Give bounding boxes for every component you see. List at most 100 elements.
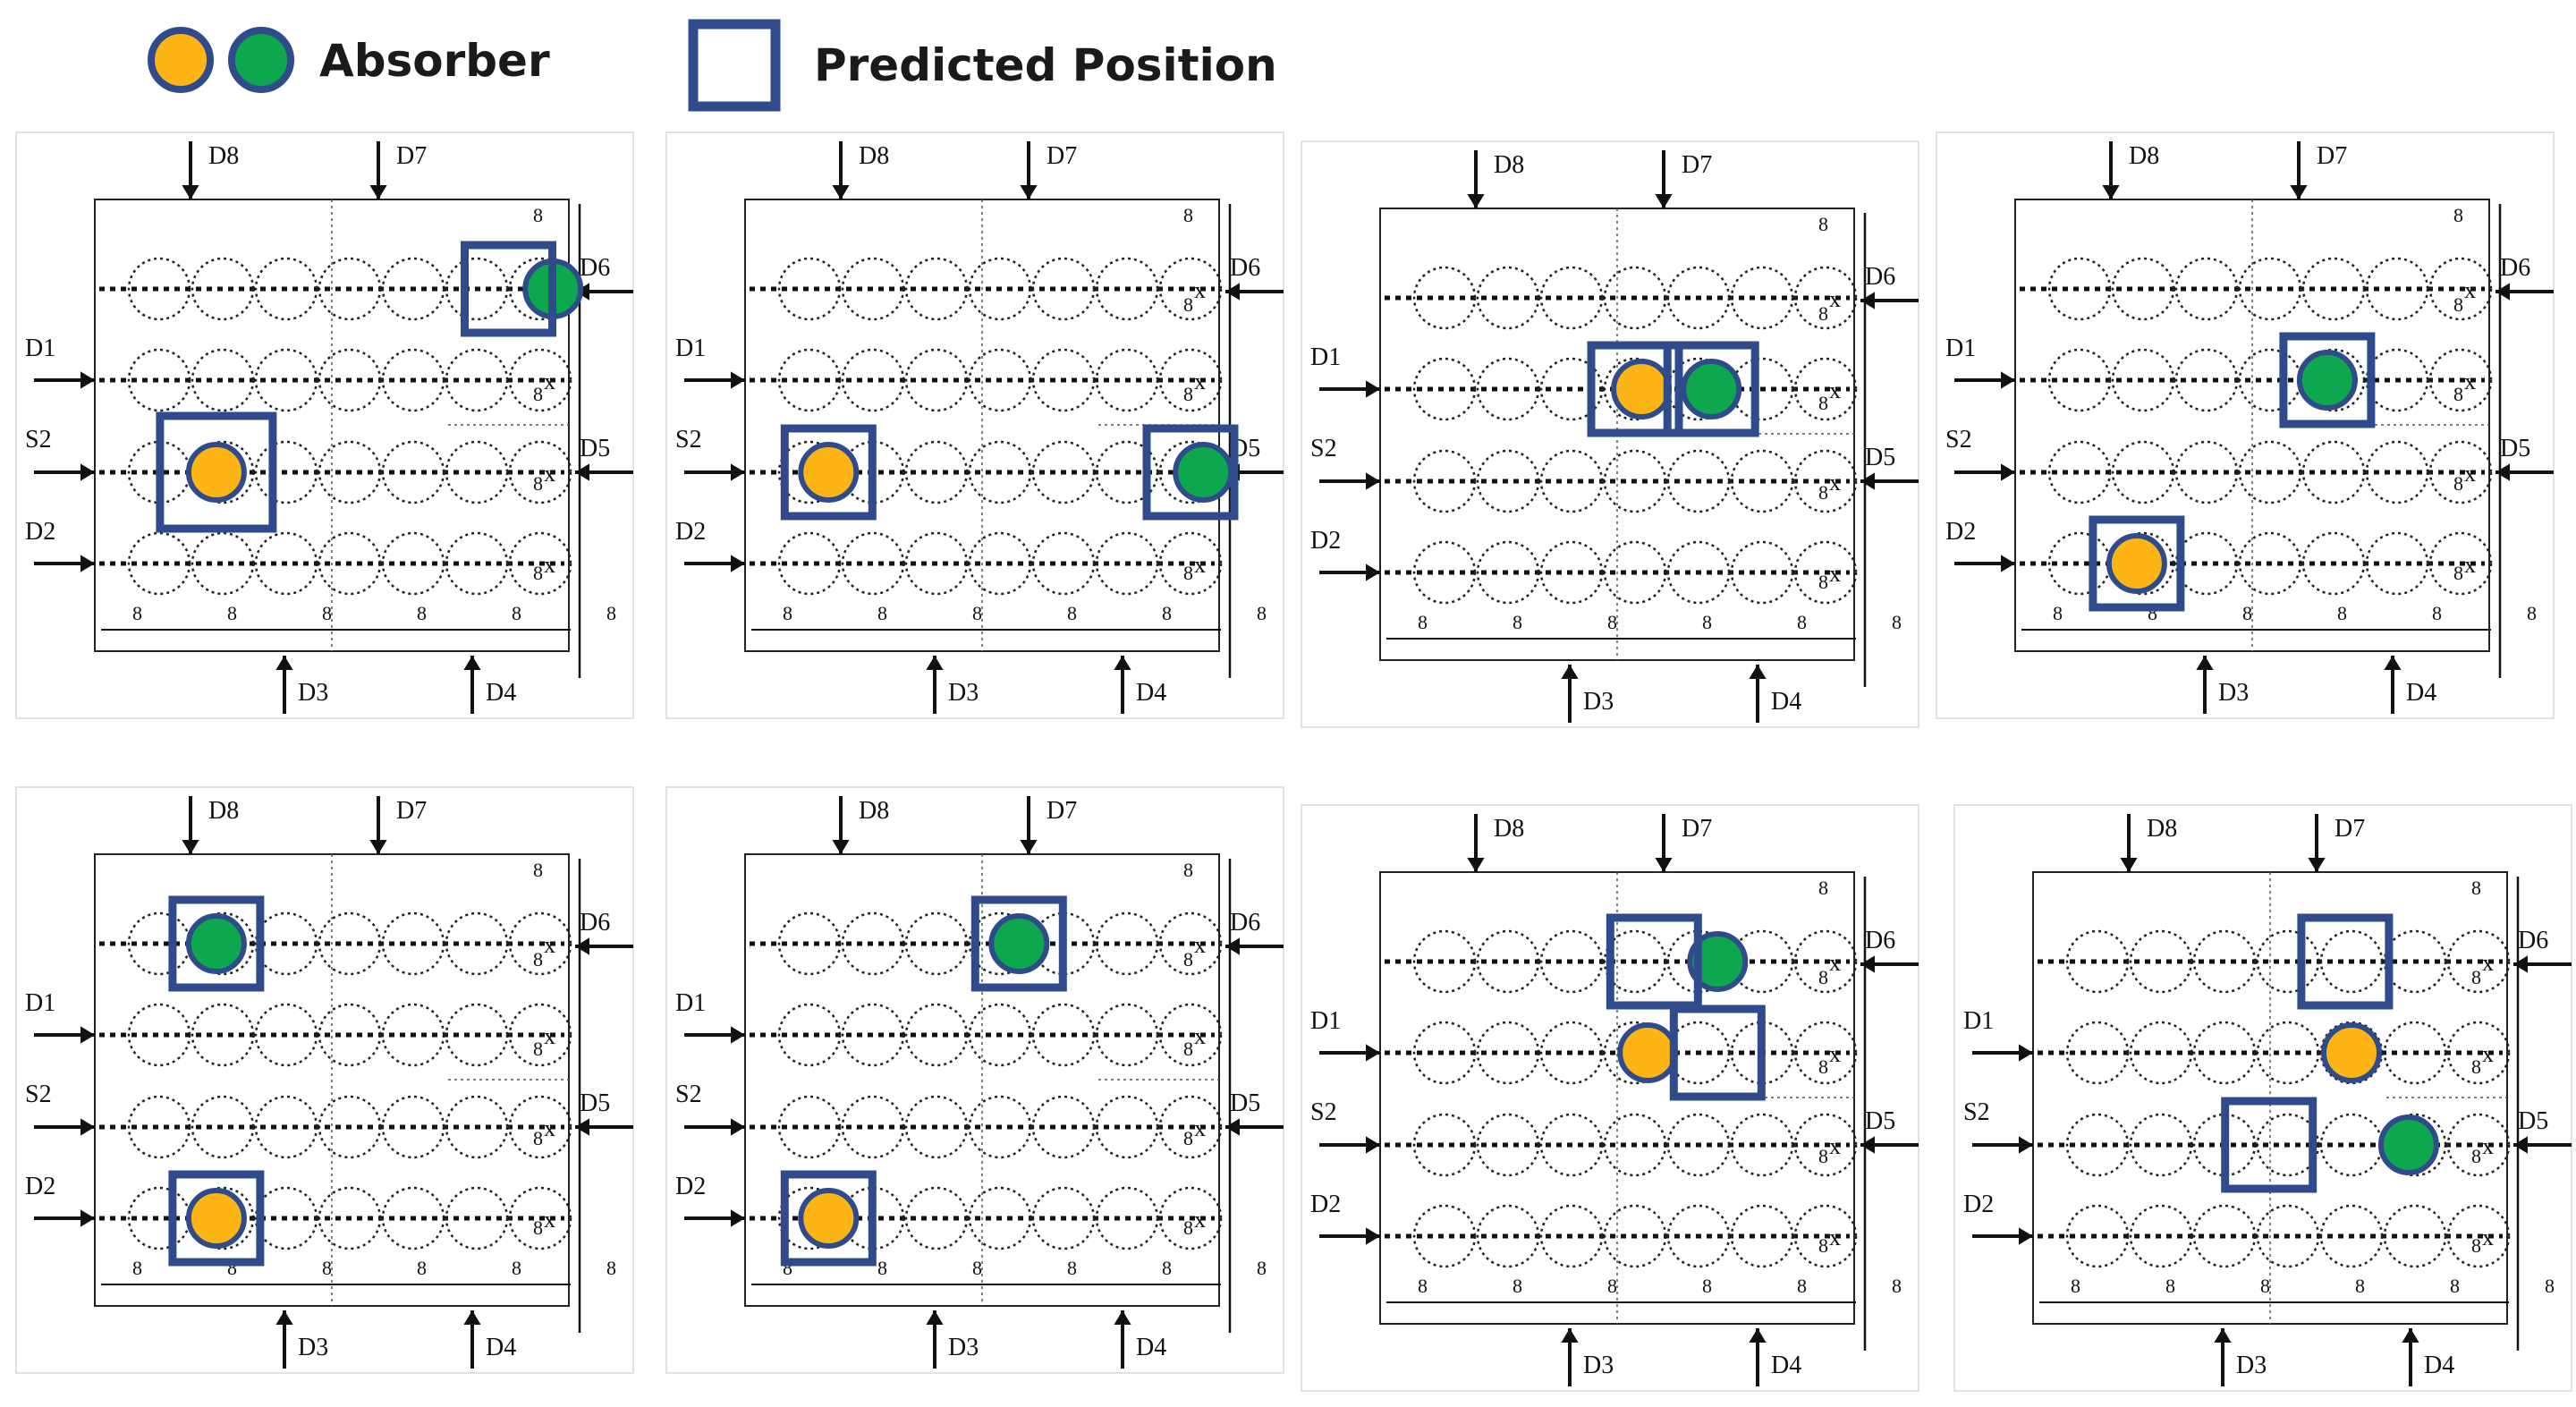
grid-position	[2047, 257, 2112, 321]
dimension-label: 8	[783, 1257, 792, 1279]
label-D7: D7	[2317, 142, 2347, 170]
dimension-label: 8	[1607, 611, 1617, 633]
grid-position	[1539, 540, 1604, 605]
dimension-label: 8	[1513, 1275, 1522, 1297]
grid-position	[2256, 1113, 2320, 1177]
grid-position	[1476, 449, 1540, 513]
arrow-D5-head	[2496, 463, 2510, 481]
predicted-position-box	[2279, 332, 2376, 428]
label-D8: D8	[859, 797, 889, 825]
grid-position	[2256, 1021, 2320, 1085]
dimension-label: 8	[533, 859, 543, 881]
arrow-D5-head	[1860, 472, 1875, 490]
grid-position	[318, 911, 382, 976]
absorber-yellow	[2321, 1022, 2382, 1083]
label-D6: D6	[1230, 909, 1260, 937]
grid-position	[1666, 1113, 1731, 1177]
grid-position	[2383, 1021, 2447, 1085]
grid-position	[2238, 440, 2302, 504]
dimension-label: 8	[2450, 1275, 2460, 1297]
grid-position	[445, 1186, 509, 1250]
predicted-position-box	[168, 1170, 265, 1267]
grid-position	[2065, 1021, 2130, 1085]
grid-position	[318, 1003, 382, 1067]
arrow-D6-head	[1225, 937, 1240, 955]
dimension-label: 8	[1818, 1055, 1828, 1078]
arrow-D4-head	[463, 656, 481, 670]
grid-position	[508, 1095, 572, 1159]
row-end-mark: x	[1194, 369, 1206, 394]
grid-position	[904, 1186, 969, 1250]
label-D5: D5	[580, 435, 610, 462]
grid-position	[381, 1186, 445, 1250]
grid-position	[1539, 1113, 1604, 1177]
grid-position	[1031, 1003, 1096, 1067]
grid-position	[127, 348, 191, 412]
dimension-label: 8	[533, 1216, 543, 1239]
row-end-mark: x	[1829, 1225, 1841, 1250]
arrow-D4-head	[2384, 656, 2402, 670]
dimension-label: 8	[533, 1127, 543, 1149]
grid-position	[904, 1095, 969, 1159]
grid-position	[1730, 540, 1794, 605]
grid-position	[254, 257, 318, 321]
grid-position	[381, 348, 445, 412]
grid-position	[254, 1095, 318, 1159]
grid-position	[2428, 531, 2493, 596]
dimension-label: 8	[1183, 293, 1193, 316]
grid-position	[2111, 440, 2175, 504]
arrow-D4-head	[1749, 1328, 1767, 1343]
predicted-position-box	[1663, 341, 1759, 437]
dimension-label: 8	[2471, 877, 2481, 899]
grid-position	[2192, 929, 2257, 994]
arrow-D2-head	[80, 1209, 95, 1227]
dimension-label: 8	[1183, 204, 1193, 226]
arrow-D5-head	[575, 463, 589, 481]
grid-position	[968, 1095, 1032, 1159]
grid-position	[191, 531, 255, 596]
row-end-mark: x	[1194, 1115, 1206, 1141]
dimension-label: 8	[1818, 571, 1828, 593]
arrow-D1-head	[1366, 1044, 1380, 1062]
label-D4: D4	[486, 1334, 516, 1361]
grid-position	[1730, 1204, 1794, 1268]
dimension-label: 8	[132, 602, 142, 624]
dimension-label: 8	[2432, 602, 2442, 624]
grid-position	[1158, 1095, 1223, 1159]
grid-position	[1031, 257, 1096, 321]
grid-position	[191, 1095, 255, 1159]
label-D3: D3	[298, 679, 328, 707]
row-end-mark: x	[544, 369, 555, 394]
dimension-label: 8	[1818, 1234, 1828, 1257]
label-S2: S2	[675, 426, 702, 453]
label-D3: D3	[948, 1334, 979, 1361]
dimension-label: 8	[1183, 562, 1193, 584]
row-end-mark: x	[2464, 552, 2476, 578]
label-S2: S2	[1945, 426, 1972, 453]
absorber-green	[2377, 1115, 2439, 1175]
grid-position	[508, 531, 572, 596]
grid-position	[2365, 531, 2429, 596]
label-D2: D2	[25, 1173, 55, 1200]
arrow-D8-head	[832, 840, 850, 854]
grid-position	[2047, 440, 2112, 504]
dimension-label: 8	[606, 1257, 616, 1279]
arrow-D6-head	[1860, 955, 1875, 973]
arrow-D1-head	[731, 1026, 745, 1044]
arrow-S2-head	[80, 1118, 95, 1136]
label-D2: D2	[1310, 1191, 1341, 1218]
grid-position	[1666, 449, 1731, 513]
grid-position	[1158, 348, 1223, 412]
absorber-yellow	[2106, 533, 2167, 594]
arrow-D3-head	[926, 1310, 944, 1325]
dimension-label: 8	[1183, 1216, 1193, 1239]
predicted-position-box	[1669, 1004, 1766, 1101]
grid-position	[2301, 531, 2366, 596]
dimension-label: 8	[1418, 1275, 1428, 1297]
label-D6: D6	[580, 909, 610, 937]
grid-position	[1730, 266, 1794, 330]
label-D5: D5	[1865, 444, 1895, 471]
absorber-green	[185, 913, 247, 974]
